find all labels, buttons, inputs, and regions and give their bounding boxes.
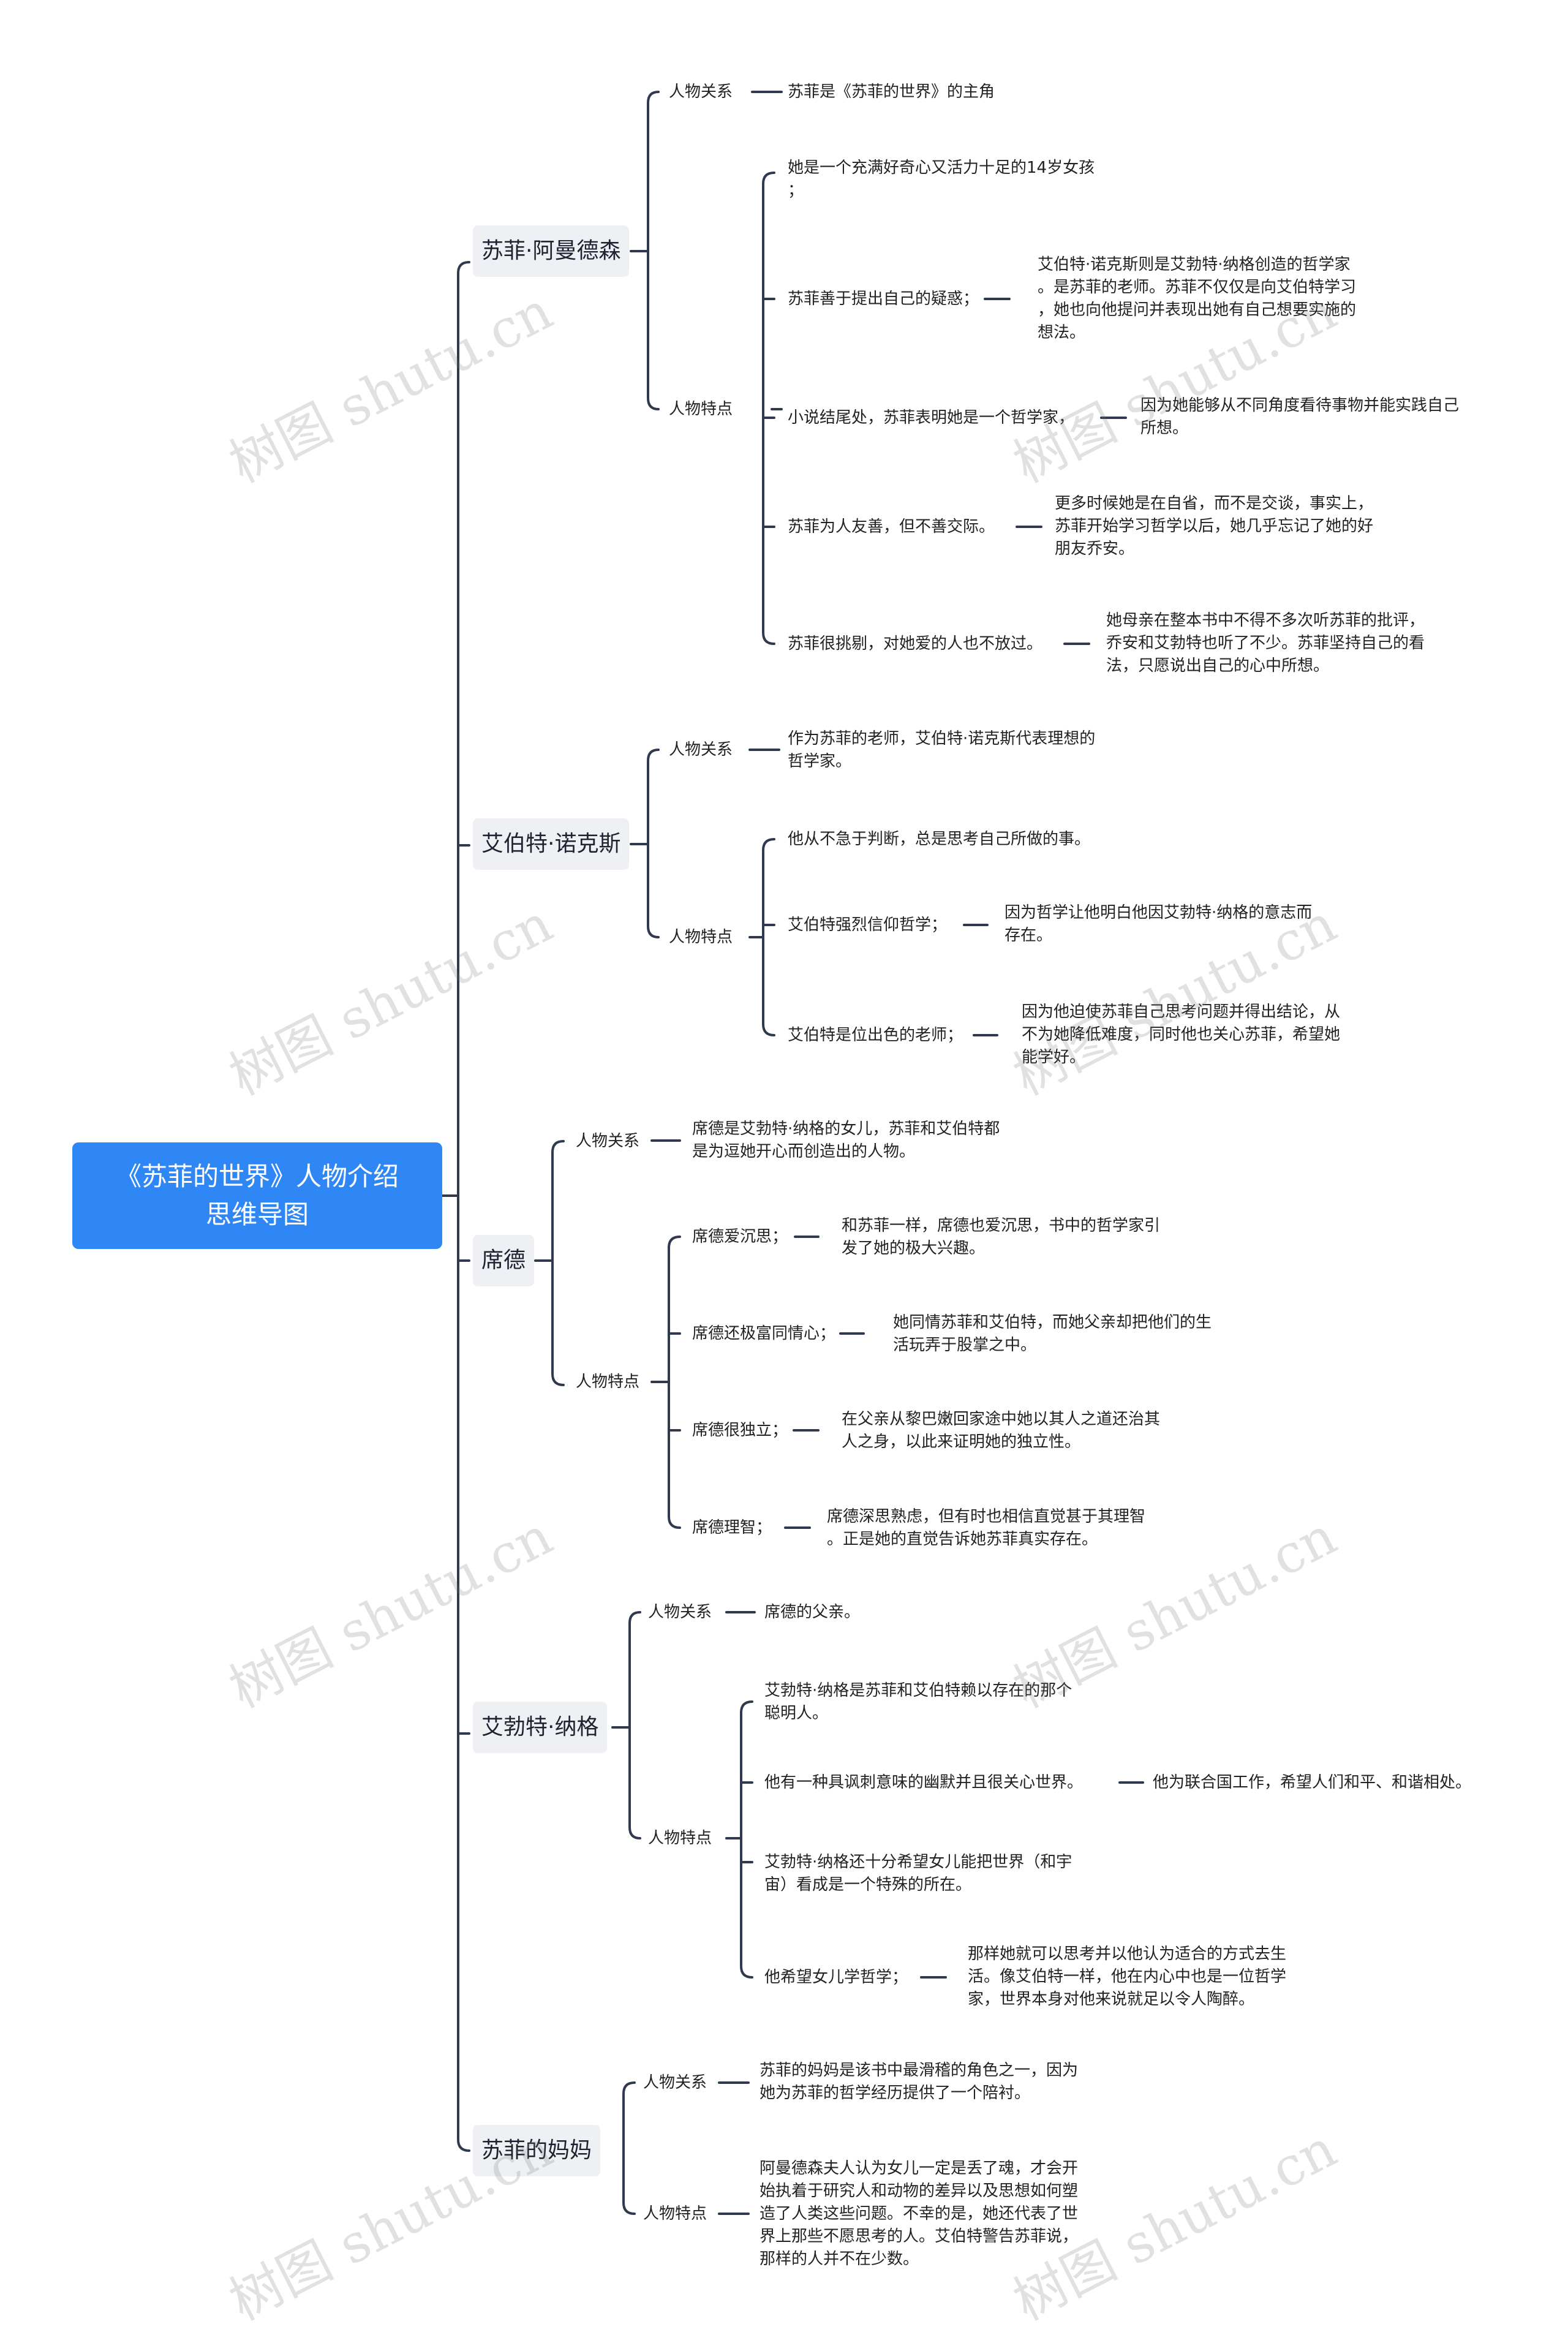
branch-alberto-name: 艾伯特·诺克斯 — [481, 831, 621, 856]
sophie-trait-5[interactable]: 苏菲很挑剔，对她爱的人也不放过。 — [788, 635, 1043, 653]
hilde-trait-1-detail[interactable]: 和苏菲一样，席德也爱沉思，书中的哲学家引 发了她的极大兴趣。 — [842, 1217, 1161, 1258]
root-title: 《苏菲的世界》人物介绍 思维导图 — [115, 1161, 399, 1229]
sophie-trait-3[interactable]: 小说结尾处，苏菲表明她是一个哲学家， — [788, 409, 1075, 427]
sophie-trait-4[interactable]: 苏菲为人友善，但不善交际。 — [788, 518, 995, 536]
hilde-traits-label[interactable]: 人物特点 — [576, 1373, 640, 1391]
hilde-relation-label[interactable]: 人物关系 — [576, 1132, 640, 1150]
hilde-relation-text[interactable]: 席德是艾勃特·纳格的女儿，苏菲和艾伯特都 是为逗她开心而创造出的人物。 — [692, 1120, 1000, 1161]
branch-albert-knag-name: 艾勃特·纳格 — [481, 1715, 599, 1740]
sophie-trait-2[interactable]: 苏菲善于提出自己的疑惑； — [788, 290, 979, 308]
alberto-relation-text[interactable]: 作为苏菲的老师，艾伯特·诺克斯代表理想的 哲学家。 — [788, 730, 1096, 771]
hilde-trait-3[interactable]: 席德很独立； — [692, 1421, 788, 1439]
hilde-trait-2-detail[interactable]: 她同情苏菲和艾伯特，而她父亲却把他们的生 活玩弄于股掌之中。 — [893, 1313, 1212, 1354]
knag-trait-4-detail[interactable]: 那样她就可以思考并以他认为适合的方式去生 活。像艾伯特一样，他在内心中也是一位哲… — [968, 1945, 1287, 2009]
hilde-trait-1[interactable]: 席德爱沉思； — [692, 1228, 788, 1246]
alberto-trait-2-detail[interactable]: 因为哲学让他明白他因艾勃特·纳格的意志而 存在。 — [1005, 904, 1313, 945]
branch-sophie-name: 苏菲·阿曼德森 — [481, 238, 621, 263]
mother-traits-text[interactable]: 阿曼德森夫人认为女儿一定是丢了魂，才会开 始执着于研究人和动物的差异以及思想如何… — [760, 2159, 1079, 2268]
knag-trait-4[interactable]: 他希望女儿学哲学； — [764, 1968, 908, 1986]
knag-relation-text[interactable]: 席德的父亲。 — [764, 1603, 861, 1621]
alberto-trait-3[interactable]: 艾伯特是位出色的老师； — [788, 1026, 963, 1044]
knag-traits-label[interactable]: 人物特点 — [648, 1829, 712, 1847]
sophie-trait-2-detail[interactable]: 艾伯特·诺克斯则是艾勃特·纳格创造的哲学家 。是苏菲的老师。苏菲不仅仅是向艾伯特… — [1038, 255, 1357, 342]
sophie-trait-1[interactable]: 她是一个充满好奇心又活力十足的14岁女孩 ； — [788, 159, 1095, 200]
knag-trait-2[interactable]: 他有一种具讽刺意味的幽默并且很关心世界。 — [764, 1773, 1084, 1792]
sophie-traits-label[interactable]: 人物特点 — [669, 400, 733, 418]
hilde-trait-2[interactable]: 席德还极富同情心； — [692, 1324, 836, 1343]
branch-sophie-mother-name: 苏菲的妈妈 — [481, 2138, 592, 2163]
root-topic[interactable]: 《苏菲的世界》人物介绍 思维导图 — [72, 1142, 442, 1249]
branch-hilde[interactable]: 席德 — [473, 1235, 535, 1286]
branch-albert-knag[interactable]: 艾勃特·纳格 — [473, 1702, 608, 1753]
hilde-trait-3-detail[interactable]: 在父亲从黎巴嫩回家途中她以其人之道还治其 人之身，以此来证明她的独立性。 — [842, 1410, 1161, 1451]
branch-sophie-mother[interactable]: 苏菲的妈妈 — [473, 2125, 601, 2176]
sophie-relation-label[interactable]: 人物关系 — [669, 83, 733, 101]
alberto-relation-label[interactable]: 人物关系 — [669, 741, 733, 759]
hilde-trait-4-detail[interactable]: 席德深思熟虑，但有时也相信直觉甚于其理智 。正是她的直觉告诉她苏菲真实存在。 — [827, 1507, 1146, 1549]
alberto-trait-3-detail[interactable]: 因为他迫使苏菲自己思考问题并得出结论，从 不为她降低难度，同时他也关心苏菲，希望… — [1022, 1003, 1341, 1066]
alberto-trait-2[interactable]: 艾伯特强烈信仰哲学； — [788, 916, 948, 934]
mother-relation-label[interactable]: 人物关系 — [643, 2073, 707, 2092]
branch-sophie[interactable]: 苏菲·阿曼德森 — [473, 225, 630, 277]
mother-relation-text[interactable]: 苏菲的妈妈是该书中最滑稽的角色之一，因为 她为苏菲的哲学经历提供了一个陪衬。 — [760, 2061, 1079, 2102]
knag-trait-3[interactable]: 艾勃特·纳格还十分希望女儿能把世界（和宇 宙）看成是一个特殊的所在。 — [764, 1853, 1072, 1894]
sophie-relation-text[interactable]: 苏菲是《苏菲的世界》的主角 — [788, 83, 995, 101]
branch-alberto[interactable]: 艾伯特·诺克斯 — [473, 818, 630, 870]
knag-relation-label[interactable]: 人物关系 — [648, 1603, 712, 1621]
sophie-trait-5-detail[interactable]: 她母亲在整本书中不得不多次听苏菲的批评， 乔安和艾勃特也听了不少。苏菲坚持自己的… — [1106, 611, 1425, 675]
hilde-trait-4[interactable]: 席德理智； — [692, 1519, 772, 1537]
mother-traits-label[interactable]: 人物特点 — [643, 2205, 707, 2223]
sophie-trait-4-detail[interactable]: 更多时候她是在自省，而不是交谈，事实上， 苏菲开始学习哲学以后，她几乎忘记了她的… — [1055, 494, 1374, 558]
knag-trait-2-detail[interactable]: 他为联合国工作，希望人们和平、和谐相处。 — [1153, 1773, 1472, 1792]
branch-hilde-name: 席德 — [481, 1248, 526, 1273]
sophie-trait-3-detail[interactable]: 因为她能够从不同角度看待事物并能实践自己 所想。 — [1140, 396, 1460, 437]
alberto-traits-label[interactable]: 人物特点 — [669, 928, 733, 946]
knag-trait-1[interactable]: 艾勃特·纳格是苏菲和艾伯特赖以存在的那个 聪明人。 — [764, 1681, 1072, 1722]
alberto-trait-1[interactable]: 他从不急于判断，总是思考自己所做的事。 — [788, 830, 1091, 848]
